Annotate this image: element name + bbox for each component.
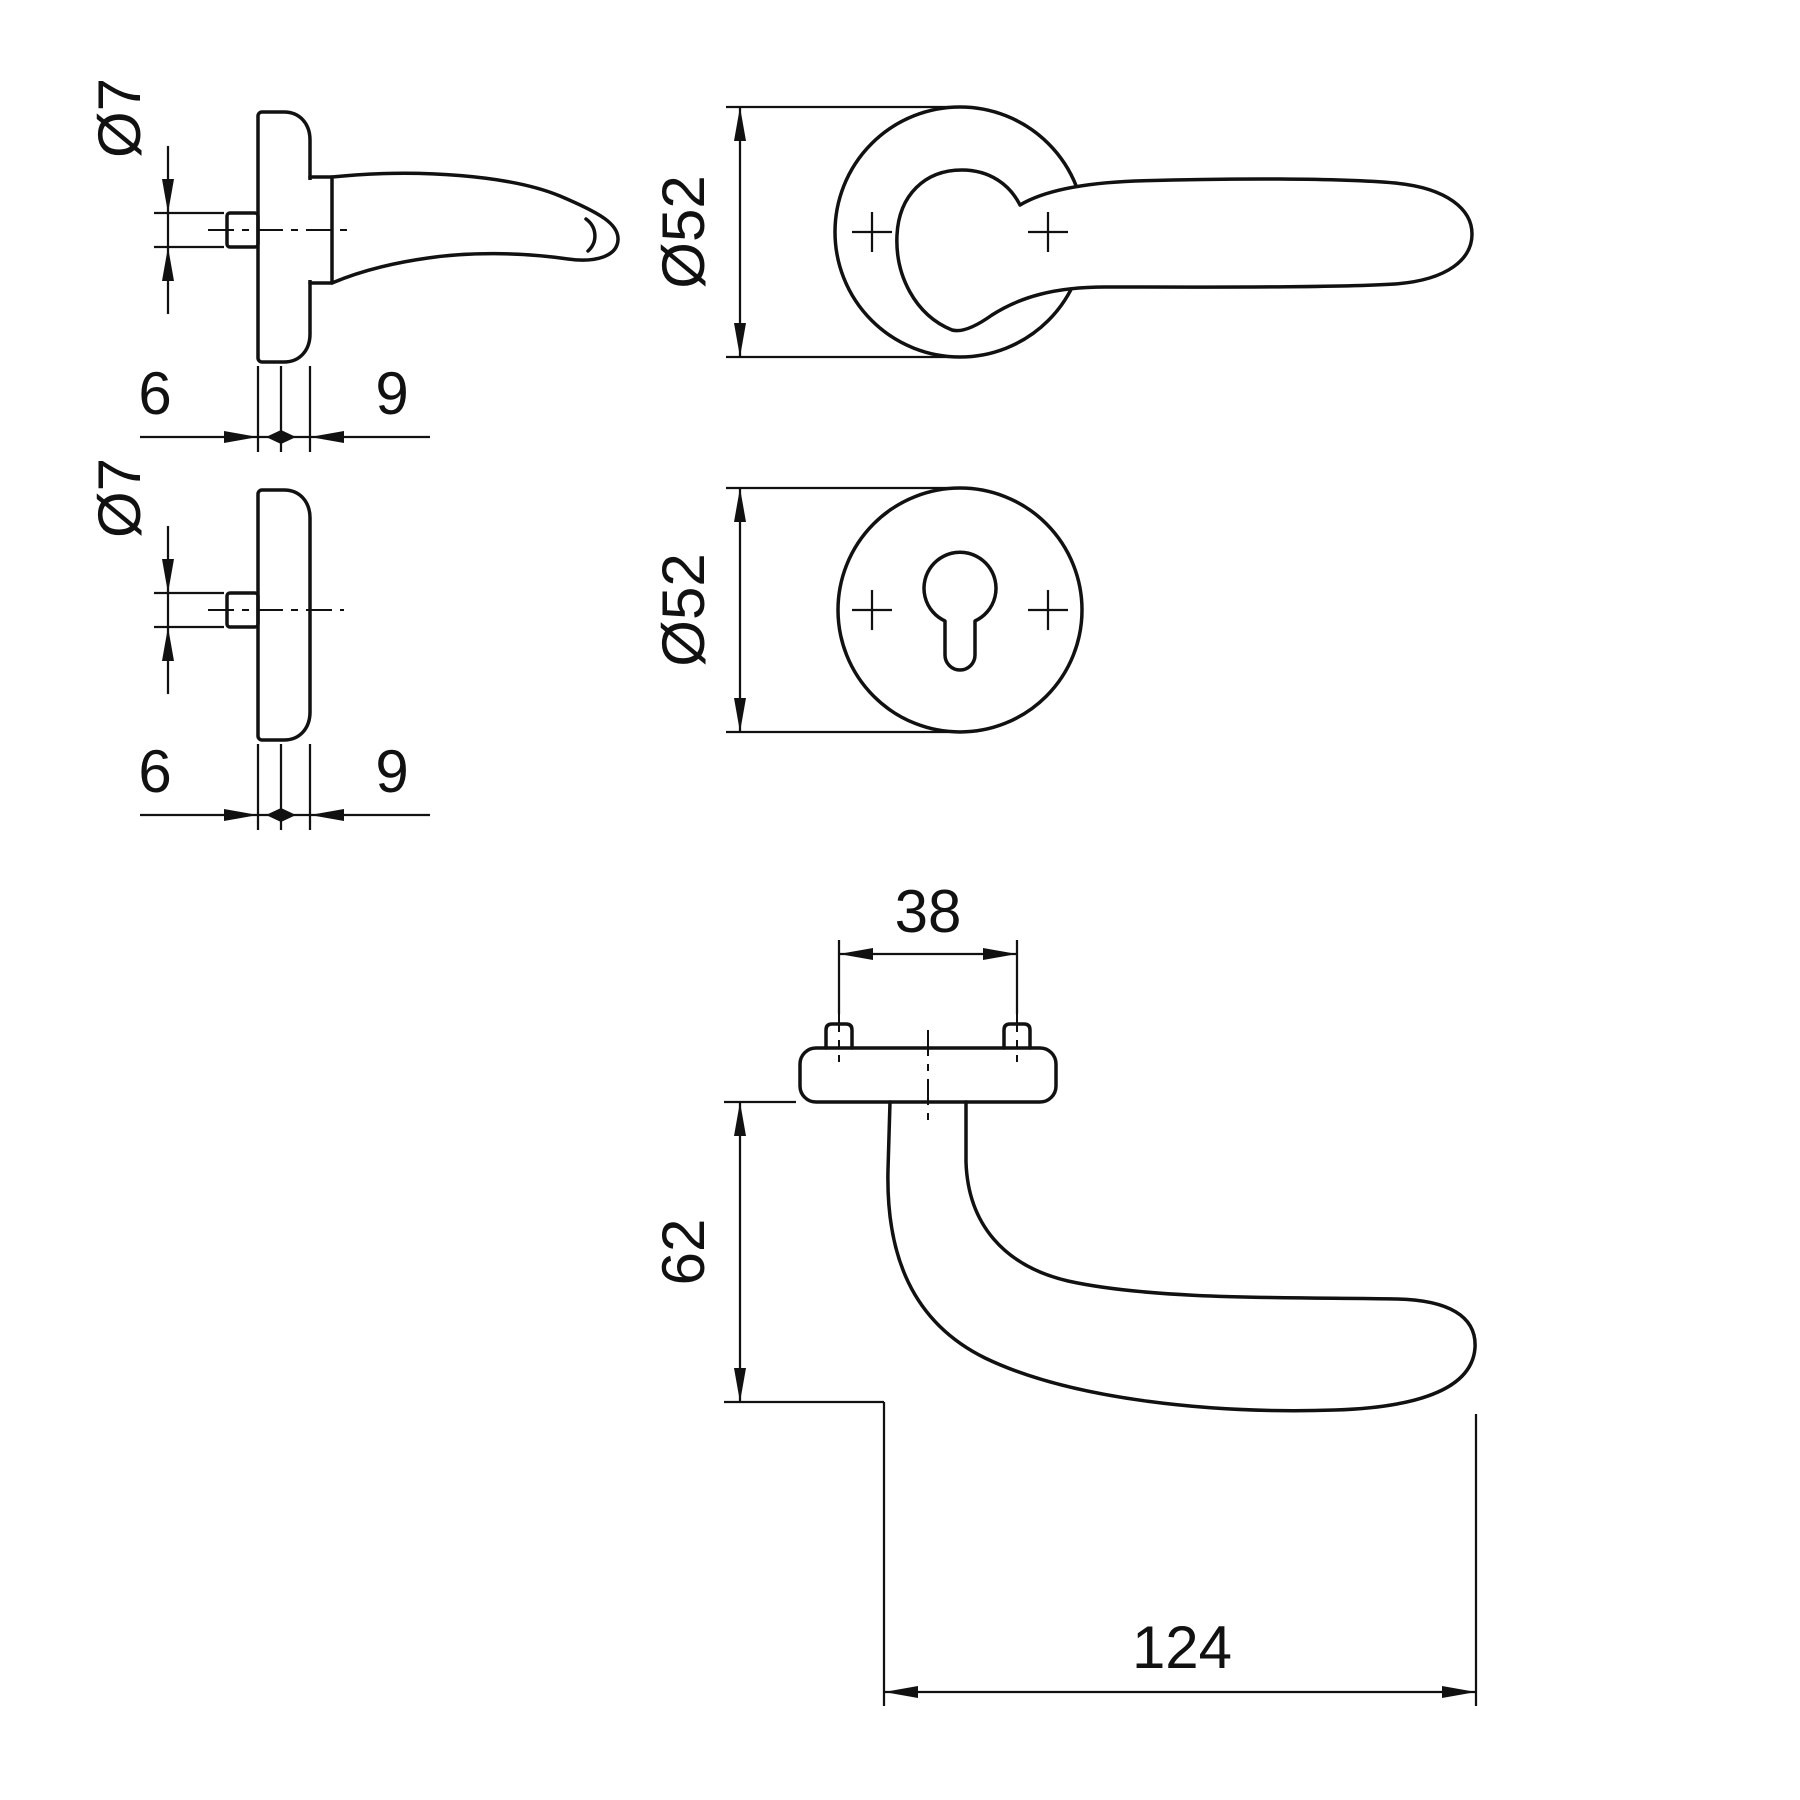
screw-position-mark-left [852, 590, 892, 630]
rose-outline [836, 486, 1084, 734]
lever-tip-contour [584, 217, 597, 253]
dim-rose-diameter: Ø52 [650, 486, 948, 734]
rose-profile [256, 110, 312, 364]
shared-arrow-diamond [266, 430, 296, 444]
screw-position-mark-right [1028, 212, 1068, 252]
dim-label-cover: 9 [375, 738, 408, 805]
dim-projection: 62 [650, 1100, 884, 1404]
handle-front-view: Ø52 [650, 105, 1474, 359]
dim-lever-length: 124 [882, 1402, 1478, 1706]
cross-mark [1028, 212, 1068, 252]
rose-profile [256, 488, 312, 742]
handle-side-view: Ø7 6 9 [86, 78, 620, 452]
dim-label-spindle: Ø7 [86, 458, 153, 538]
cross-mark [852, 590, 892, 630]
shared-arrow-diamond [266, 808, 296, 822]
escutcheon-side-view: Ø7 6 9 [86, 458, 430, 830]
dim-spindle-diameter: Ø7 [86, 78, 224, 314]
dim-screw-spacing: 38 [837, 878, 1019, 1014]
dim-spindle-diameter: Ø7 [86, 458, 224, 694]
screw-position-mark-left [852, 212, 892, 252]
dim-rose-diameter: Ø52 [650, 105, 948, 359]
dim-label-screw-spacing: 38 [895, 878, 962, 945]
dim-label-cover: 9 [375, 360, 408, 427]
dim-rose-thickness: 6 9 [138, 738, 430, 830]
cross-mark [852, 212, 892, 252]
dim-label-base: 6 [138, 360, 171, 427]
cross-mark [1028, 590, 1068, 630]
dim-label-lever-length: 124 [1132, 1614, 1232, 1681]
euro-profile-keyhole [922, 550, 998, 672]
dim-rose-thickness: 6 9 [138, 360, 430, 452]
lever-front-outline [895, 168, 1474, 333]
lever-outline [330, 171, 620, 285]
dim-label-rose-diameter: Ø52 [650, 553, 717, 666]
lever-top-outline [886, 1100, 1477, 1413]
escutcheon-front-view: Ø52 [650, 486, 1084, 734]
dim-label-spindle: Ø7 [86, 78, 153, 158]
dim-label-rose-diameter: Ø52 [650, 175, 717, 288]
dim-label-projection: 62 [650, 1219, 717, 1286]
handle-top-view: 38 62 124 [650, 878, 1478, 1706]
screw-position-mark-right [1028, 590, 1068, 630]
dim-label-base: 6 [138, 738, 171, 805]
